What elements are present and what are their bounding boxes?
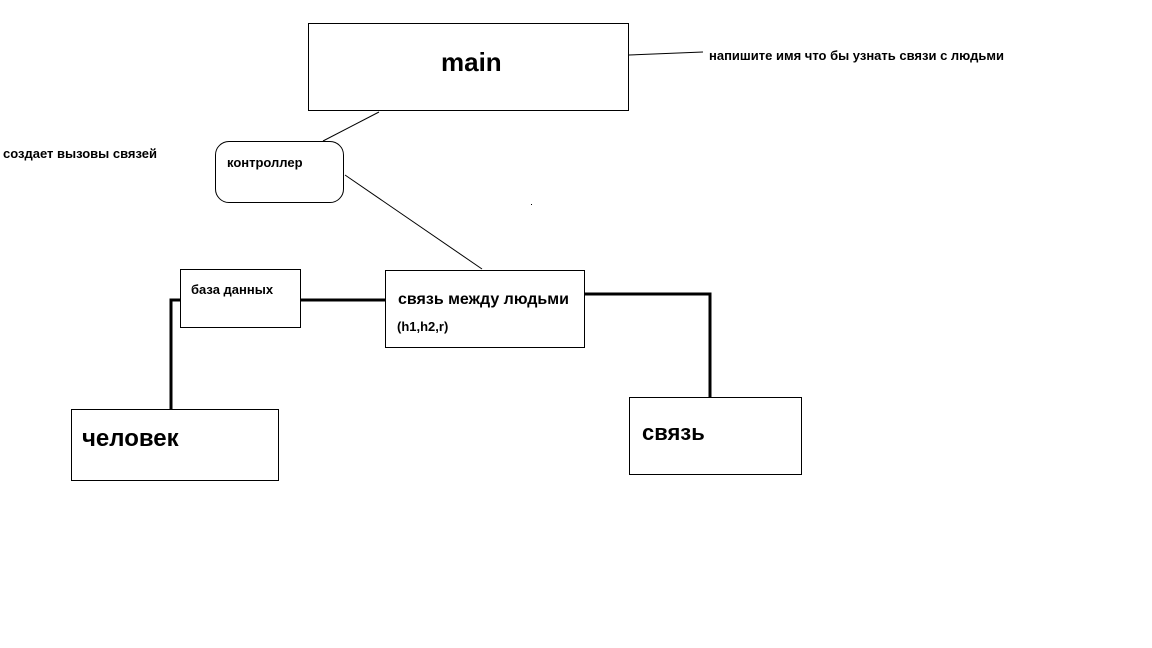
edge-database-person [169, 298, 180, 409]
hint-annotation: напишите имя что бы узнать связи с людьм… [709, 48, 1004, 63]
node-link-label: связь [642, 420, 705, 445]
node-relationship-label: связь между людьми [398, 291, 569, 308]
edge-main-controller [322, 111, 380, 142]
edge-controller-relationship [344, 174, 483, 270]
stray-dot [531, 204, 532, 205]
node-database-label: база данных [191, 282, 274, 297]
node-person-label: человек [82, 425, 179, 452]
node-link [629, 397, 802, 475]
node-controller [215, 141, 344, 203]
edge-main-hint [628, 51, 704, 56]
creates-annotation: создает вызовы связей [3, 146, 158, 161]
node-controller-label: контроллер [227, 155, 303, 170]
node-main-label: main [441, 47, 502, 77]
node-relationship-params: (h1,h2,r) [397, 319, 449, 334]
node-person [71, 409, 279, 481]
node-relationship [385, 270, 585, 348]
edge-relationship-link [585, 292, 712, 397]
node-database [180, 269, 301, 328]
node-main [308, 23, 629, 111]
